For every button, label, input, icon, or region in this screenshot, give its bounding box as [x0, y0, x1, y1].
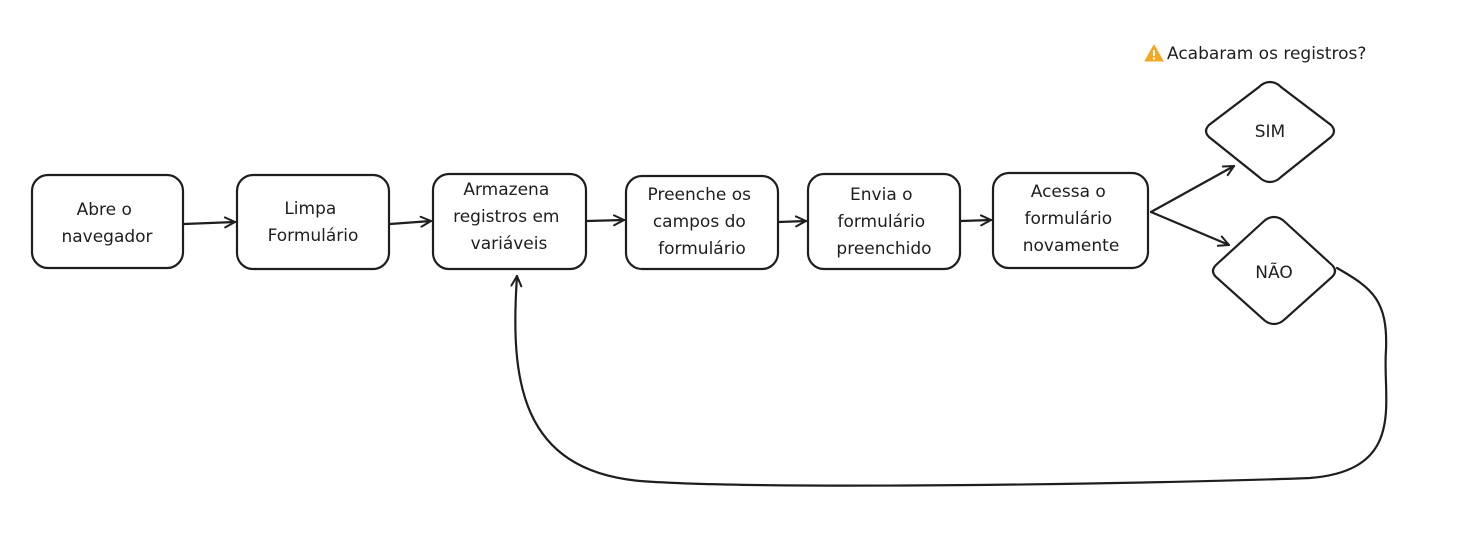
connector-arrow: [585, 214, 626, 227]
process-step[interactable]: Abre o navegador: [30, 173, 185, 270]
decision-sim[interactable]: SIM: [1204, 80, 1336, 184]
connector-arrow: [388, 215, 433, 228]
decision-question: Acabaram os registros?: [1144, 44, 1366, 64]
connector-arrow: [182, 216, 237, 229]
loop-back-arrow: [510, 266, 1388, 487]
step-label: Envia o formulário preenchido: [836, 185, 931, 259]
decision-label: NÃO: [1255, 261, 1292, 283]
connector-arrow-sim: [1149, 164, 1236, 214]
decision-question-text: Acabaram os registros?: [1167, 44, 1366, 64]
step-label: Limpa Formulário: [268, 199, 359, 246]
step-label: Abre o navegador: [61, 200, 152, 247]
process-step[interactable]: Preenche os campos do formulário: [624, 174, 780, 271]
step-label: Armazena registros em variáveis: [453, 180, 565, 254]
connector-arrow: [777, 215, 808, 228]
decision-label: SIM: [1255, 122, 1285, 142]
decision-nao[interactable]: NÃO: [1211, 215, 1337, 326]
warning-icon: [1144, 44, 1164, 62]
process-step[interactable]: Armazena registros em variáveis: [431, 172, 588, 271]
connector-arrow: [959, 214, 993, 227]
process-step[interactable]: Limpa Formulário: [235, 173, 391, 271]
process-step[interactable]: Envia o formulário preenchido: [806, 172, 962, 271]
step-label: Preenche os campos do formulário: [648, 185, 757, 259]
step-label: Acessa o formulário novamente: [1023, 182, 1120, 256]
process-step[interactable]: Acessa o formulário novamente: [991, 171, 1150, 270]
connector-arrow-nao: [1149, 210, 1231, 247]
